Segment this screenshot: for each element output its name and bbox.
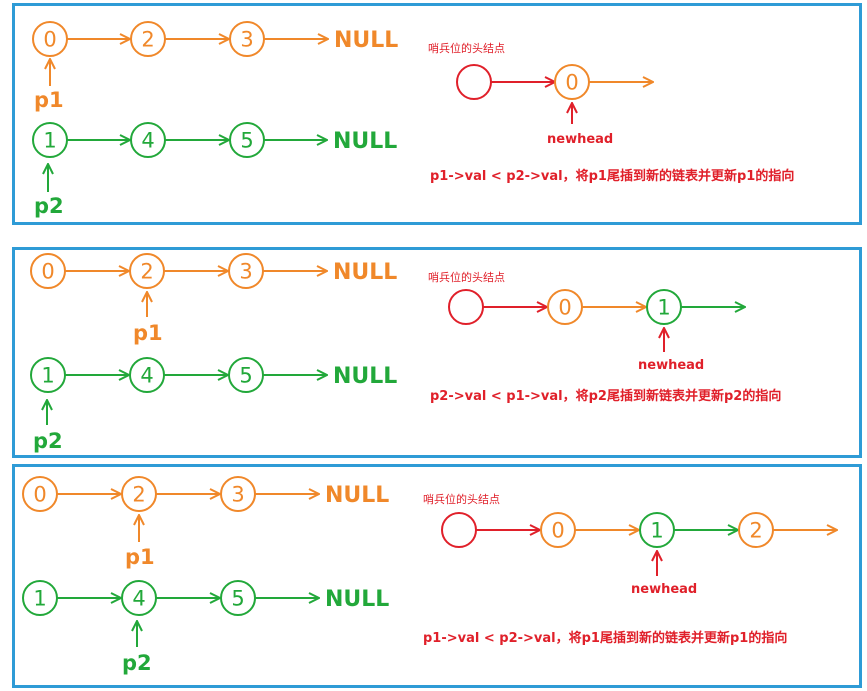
p1-label: p1	[133, 321, 163, 345]
panel-frame	[12, 464, 862, 688]
sentinel-node	[441, 512, 477, 548]
list1: 0 2 3 NULL	[32, 21, 398, 57]
p1-label: p1	[125, 545, 155, 569]
newhead-label: newhead	[638, 358, 704, 373]
sentinel-label: 哨兵位的头结点	[428, 41, 505, 55]
list1-null-label: NULL	[325, 483, 389, 508]
merged-node-value: 2	[749, 519, 762, 543]
list2-node-value: 4	[141, 129, 154, 153]
panel-1: 0 2 3 NULL p1 1 4 5 NULL p2 哨兵位的	[12, 3, 862, 225]
list2-node-value: 5	[231, 587, 244, 611]
list1-node-value: 0	[41, 260, 54, 284]
sentinel-node	[448, 289, 484, 325]
list1-node-value: 3	[239, 260, 252, 284]
sentinel-label: 哨兵位的头结点	[423, 492, 500, 506]
list1-node-value: 3	[240, 28, 253, 52]
list1-null-label: NULL	[333, 260, 397, 285]
merged-node-value: 1	[650, 519, 663, 543]
p1-label: p1	[34, 88, 64, 112]
panel-frame	[12, 247, 862, 458]
list2-node-value: 1	[33, 587, 46, 611]
panel-2: 0 2 3 NULL p1 1 4 5 NULL p2 哨兵位的头结点	[12, 247, 862, 458]
list1-node-value: 2	[141, 28, 154, 52]
p2-label: p2	[33, 429, 63, 453]
list2-node-value: 4	[140, 364, 153, 388]
list1: 0 2 3 NULL	[30, 253, 397, 289]
list1-node-value: 2	[140, 260, 153, 284]
step-caption: p2->val < p1->val，将p2尾插到新链表并更新p2的指向	[430, 388, 781, 404]
sentinel-label: 哨兵位的头结点	[428, 270, 505, 284]
panel-frame	[12, 3, 862, 225]
merged-node-value: 0	[558, 296, 571, 320]
list2-node-value: 4	[132, 587, 145, 611]
newhead-label: newhead	[631, 582, 697, 597]
list1-node-value: 2	[132, 483, 145, 507]
list2-null-label: NULL	[325, 587, 389, 612]
list2-node-value: 1	[43, 129, 56, 153]
list1-node-value: 3	[231, 483, 244, 507]
list2: 1 4 5 NULL	[22, 580, 389, 616]
list2-node-value: 5	[240, 129, 253, 153]
list1-null-label: NULL	[334, 28, 398, 53]
merged-node-value: 0	[551, 519, 564, 543]
list2: 1 4 5 NULL	[30, 357, 397, 393]
newhead-label: newhead	[547, 132, 613, 147]
list2-null-label: NULL	[333, 364, 397, 389]
list2-null-label: NULL	[333, 129, 397, 154]
merged-node-value: 1	[657, 296, 670, 320]
list2-node-value: 1	[41, 364, 54, 388]
sentinel-node	[456, 64, 492, 100]
panel-3: 0 2 3 NULL p1 1 4 5 NULL p2 哨兵位的头结点	[12, 464, 862, 688]
p2-label: p2	[122, 651, 152, 675]
list1-node-value: 0	[33, 483, 46, 507]
step-caption: p1->val < p2->val，将p1尾插到新的链表并更新p1的指向	[430, 168, 794, 184]
list2-node-value: 5	[239, 364, 252, 388]
merged-node-value: 0	[565, 71, 578, 95]
list1: 0 2 3 NULL	[22, 476, 389, 512]
step-caption: p1->val < p2->val，将p1尾插到新的链表并更新p1的指向	[423, 630, 787, 646]
list2: 1 4 5 NULL	[32, 122, 397, 158]
p2-label: p2	[34, 194, 64, 218]
list1-node-value: 0	[43, 28, 56, 52]
